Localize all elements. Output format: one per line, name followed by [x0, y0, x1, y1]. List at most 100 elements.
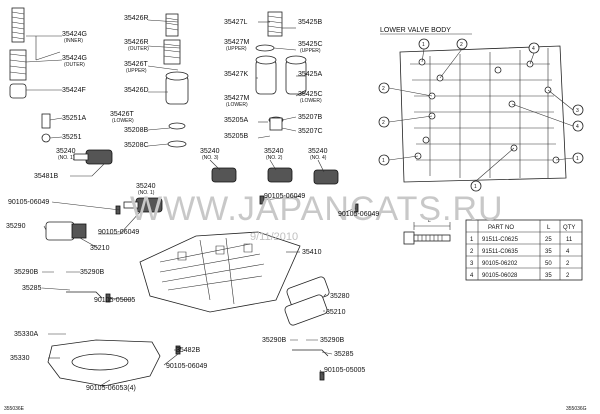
table-row-2-part: 91511-C0635 [482, 249, 519, 255]
table-row-2-len: 35 [545, 249, 552, 255]
svg-text:4: 4 [576, 124, 579, 130]
label-35290b-b: 35290B [80, 269, 104, 276]
footer-ref-left: 355036E [4, 406, 25, 412]
label-35205a: 35205A [224, 117, 248, 124]
label-90105-05005-b: 90105-05005 [324, 367, 365, 374]
oil-strainer-35330 [47, 339, 161, 387]
spring-35427l [267, 11, 283, 37]
table-row-3-len: 50 [545, 261, 552, 267]
svg-text:3: 3 [576, 108, 579, 114]
label-35330: 35330 [10, 355, 30, 362]
label-35427l: 35427L [224, 19, 247, 26]
solenoid-no4 [313, 169, 339, 185]
label-35205b: 35205B [224, 133, 248, 140]
table-header-length: L [547, 225, 551, 231]
svg-text:1: 1 [576, 156, 579, 162]
table-row-1-idx: 1 [470, 237, 474, 243]
label-35240-no3: 35240 [200, 148, 220, 155]
label-35207b: 35207B [298, 114, 322, 121]
svg-text:(NO. 1): (NO. 1) [138, 190, 155, 196]
label-90105-06049-c: 90105-06049 [264, 193, 305, 200]
bolt-dimension-icon: L [403, 218, 451, 245]
sleeve-35427k [255, 55, 277, 95]
label-35427k: 35427K [224, 71, 248, 78]
bolt-spec-table: PART NO L QTY 1 91511-C0625 25 11 2 9151… [465, 219, 583, 281]
label-35425a: 35425A [298, 71, 322, 78]
label-35425b-1: 35425B [298, 19, 322, 26]
label-35426t-lower: 35426T [110, 111, 134, 118]
table-row-4-idx: 4 [470, 273, 474, 279]
solenoid-no2 [267, 167, 293, 183]
label-35426d: 35426D [124, 87, 149, 94]
svg-text:(OUTER): (OUTER) [64, 62, 85, 68]
solenoid-35280 [284, 276, 330, 326]
table-row-4-part: 90105-06028 [482, 273, 518, 279]
label-90105-06049-b: 90105-06049 [98, 229, 139, 236]
label-35210-a: 35210 [90, 245, 110, 252]
solenoid-no1-mid [123, 197, 163, 213]
inset-title: LOWER VALVE BODY [380, 27, 451, 34]
label-35290b-c: 35290B [262, 337, 286, 344]
table-row-4-qty: 2 [566, 273, 570, 279]
label-35427m: 35427M [224, 39, 249, 46]
footer-ref-right: 355036G [566, 406, 587, 412]
label-35240-no4: 35240 [308, 148, 328, 155]
table-header-part-no: PART NO [488, 225, 514, 231]
label-35251a: 35251A [62, 115, 86, 122]
svg-text:(NO. 2): (NO. 2) [266, 155, 283, 161]
label-90105-06049-a: 90105-06049 [8, 199, 49, 206]
table-header-qty: QTY [563, 225, 575, 231]
clip-35285-right [292, 349, 329, 357]
svg-text:(LOWER): (LOWER) [112, 118, 134, 124]
label-35426t: 35426T [124, 61, 148, 68]
label-35482b: 35482B [176, 347, 200, 354]
watermark-text: WWW.JAPANCATS.RU [130, 190, 504, 228]
svg-text:1: 1 [474, 184, 477, 190]
table-row-3-part: 90105-06202 [482, 261, 518, 267]
label-35208c: 35208C [124, 142, 149, 149]
table-row-4-len: 35 [545, 273, 552, 279]
label-35424g-1: 35424G [62, 31, 87, 38]
clip-35285-left [66, 291, 103, 299]
solenoid-no3 [211, 167, 237, 183]
inset-callouts: 1 2 4 2 2 1 3 4 1 1 [378, 38, 584, 192]
label-35290: 35290 [6, 223, 26, 230]
table-row-1-part: 91511-C0625 [482, 237, 519, 243]
label-35251: 35251 [62, 134, 82, 141]
svg-text:(NO. 1): (NO. 1) [58, 155, 75, 161]
label-35410: 35410 [302, 249, 322, 256]
table-row-1-qty: 11 [566, 237, 573, 243]
label-35240-no2: 35240 [264, 148, 284, 155]
label-35330a: 35330A [14, 331, 38, 338]
table-row-3-qty: 2 [566, 261, 570, 267]
label-35481b: 35481B [34, 173, 58, 180]
label-35427m-lower: 35427M [224, 95, 249, 102]
table-row-1-len: 25 [545, 237, 552, 243]
spring-35426r-inner [165, 13, 179, 37]
label-35240-mid: 35240 [136, 183, 156, 190]
svg-text:(LOWER): (LOWER) [300, 98, 322, 104]
label-35290b-d: 35290B [320, 337, 344, 344]
svg-text:2: 2 [460, 42, 463, 48]
solenoid-35290 [45, 221, 87, 241]
svg-text:4: 4 [532, 46, 535, 52]
label-35280: 35280 [330, 293, 350, 300]
spring-35424g-outer [9, 49, 27, 81]
svg-text:1: 1 [422, 42, 425, 48]
table-row-3-idx: 3 [470, 261, 474, 267]
ball-35251 [41, 113, 51, 143]
label-35424f: 35424F [62, 87, 86, 94]
bolt-length-label: L [428, 218, 431, 224]
sleeve-35424f [9, 83, 27, 99]
label-35207c: 35207C [298, 128, 323, 135]
label-35285-a: 35285 [22, 285, 42, 292]
table-row-2-idx: 2 [470, 249, 474, 255]
label-35424g-2: 35424G [62, 55, 87, 62]
label-35426r-1: 35426R [124, 15, 149, 22]
spring-35426r-outer [163, 39, 181, 65]
svg-text:(NO. 4): (NO. 4) [310, 155, 327, 161]
svg-text:2: 2 [382, 86, 385, 92]
label-90105-06049-d: 90105-06049 [338, 211, 379, 218]
